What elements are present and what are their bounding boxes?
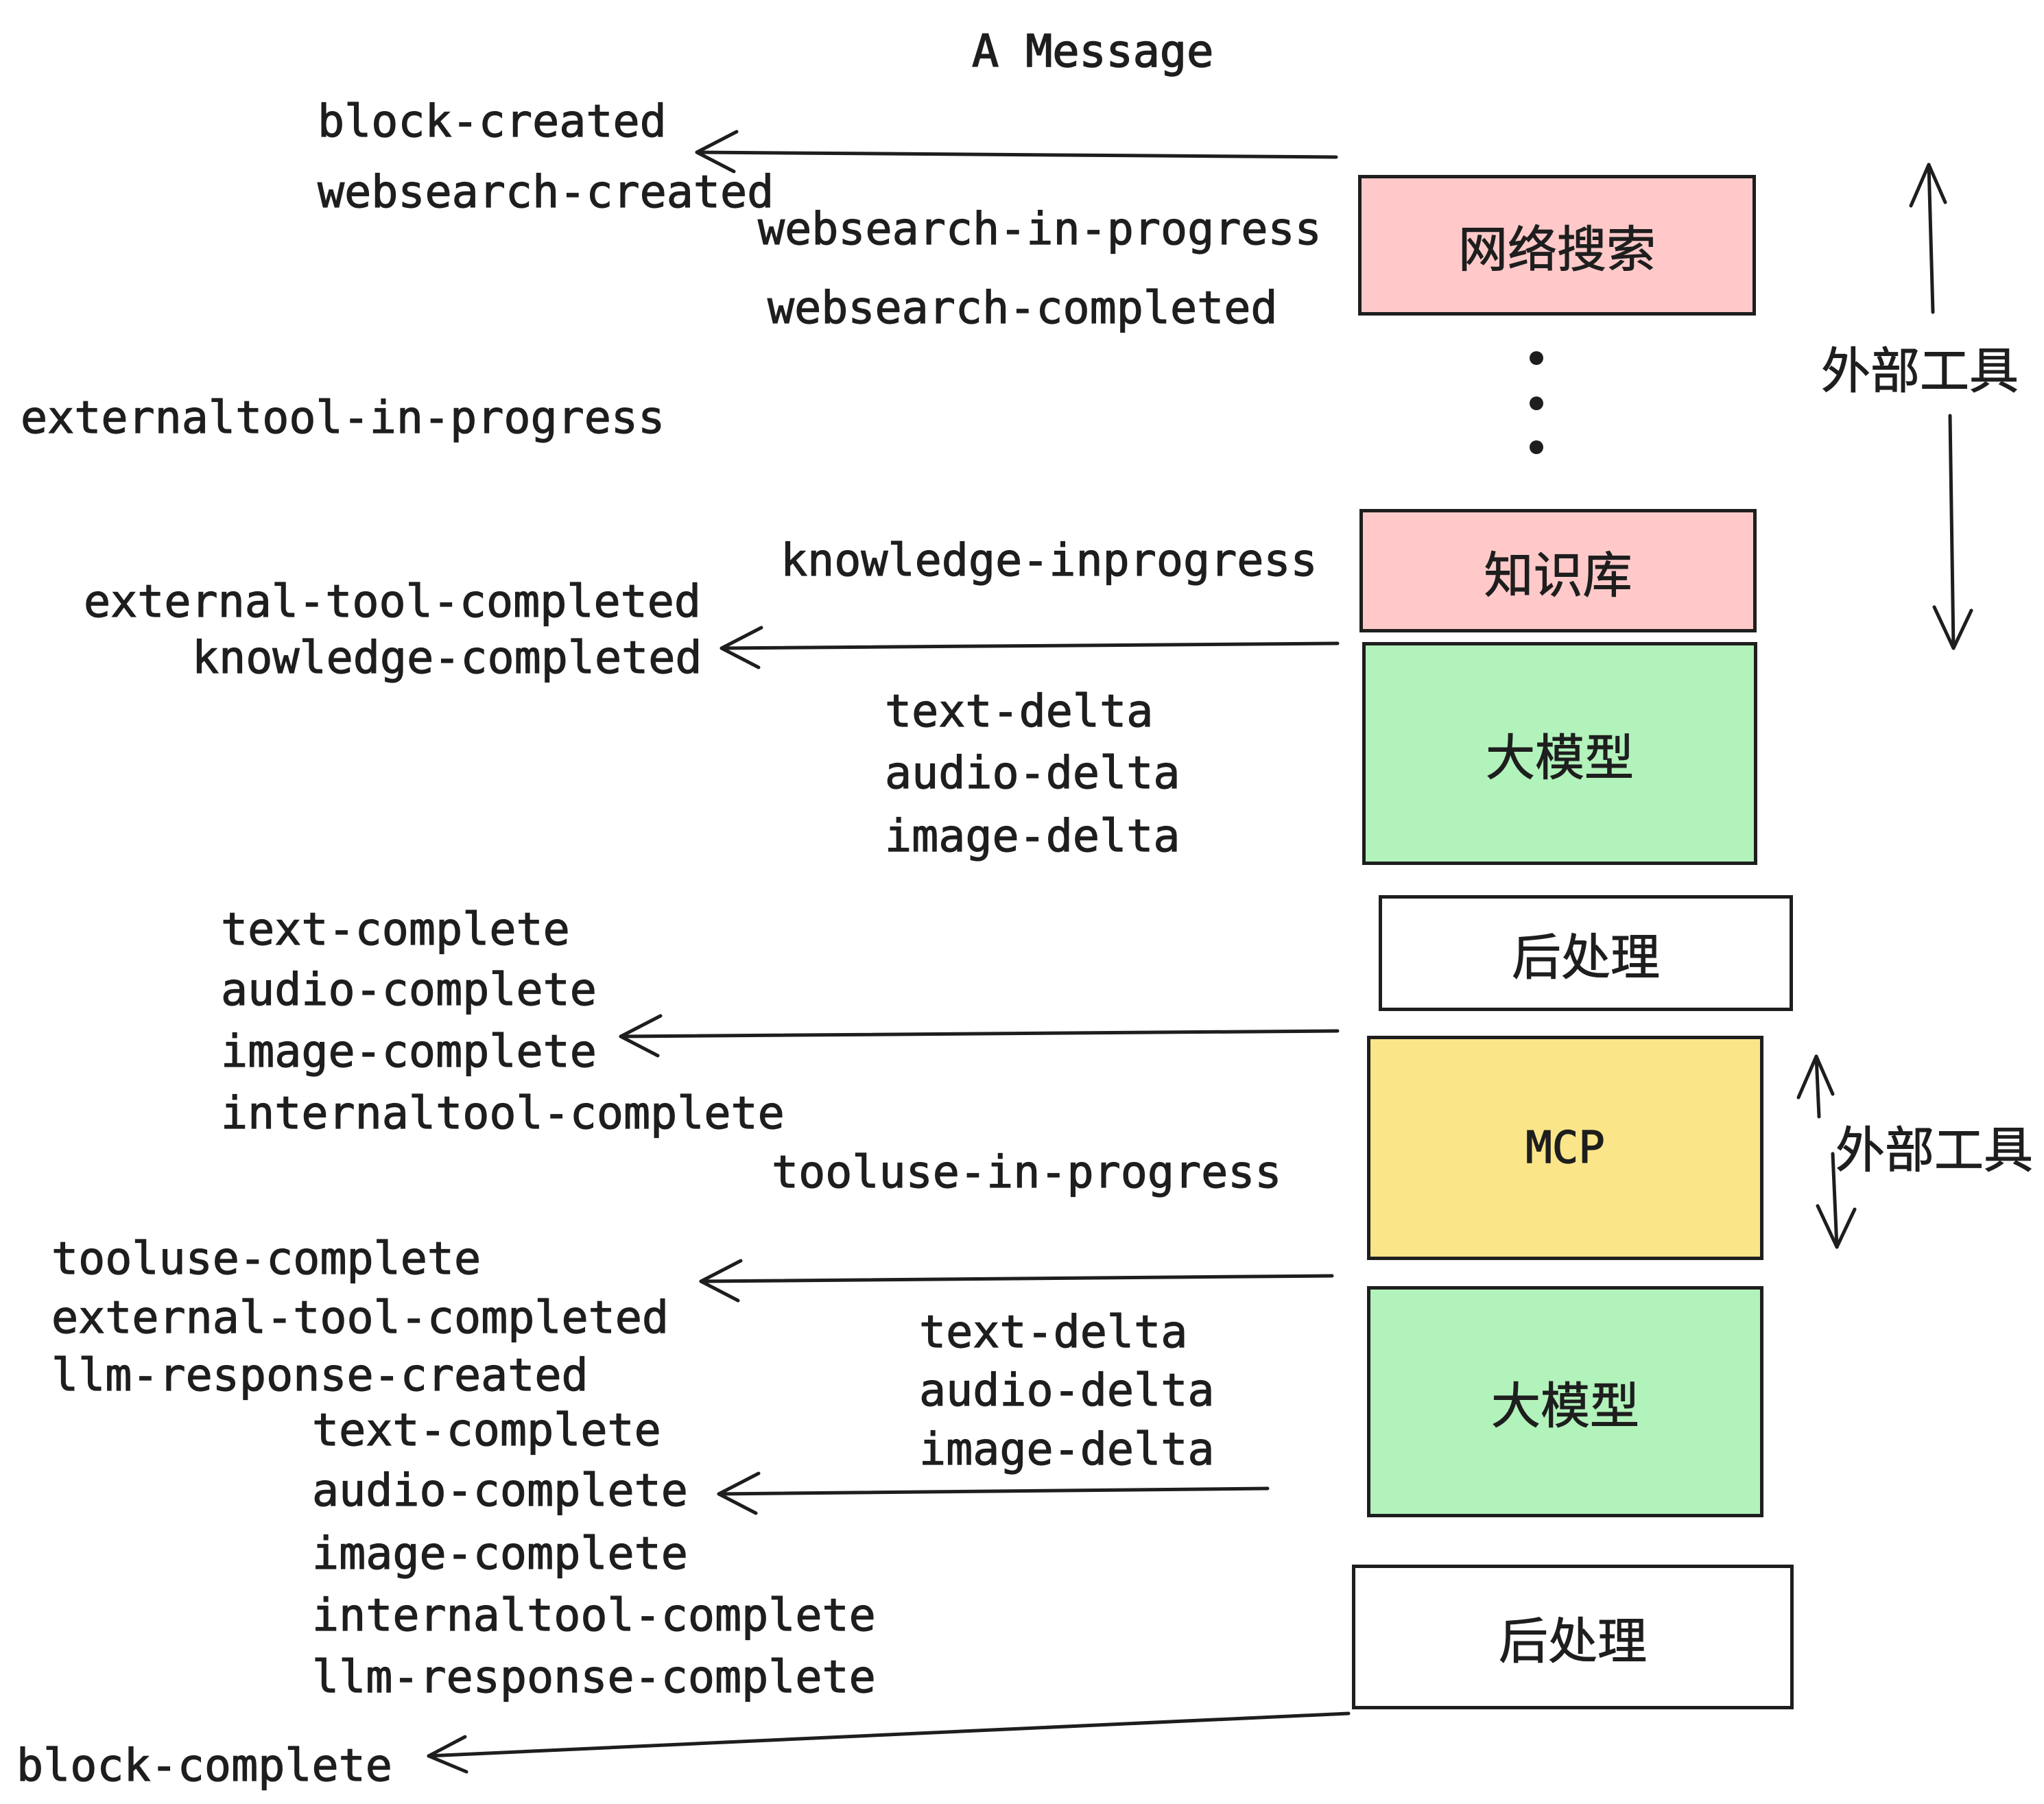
- arrow-websearch-to-created: [695, 130, 1338, 174]
- event-llm-response-complete: llm-response-complete: [311, 1651, 876, 1703]
- event-text-delta: text-delta: [884, 685, 1154, 737]
- external-tools-down-arrow-1: [1932, 414, 1973, 650]
- event-tooluse-complete: tooluse-complete: [51, 1233, 482, 1285]
- mcp-box: MCP: [1367, 1036, 1763, 1260]
- event-image-complete-2: image-complete: [311, 1528, 688, 1580]
- postprocess-box-2-label: 后处理: [1498, 1613, 1647, 1671]
- event-internaltool-complete-2: internaltool-complete: [311, 1589, 876, 1641]
- event-knowledge-inprogress: knowledge-inprogress: [780, 534, 1318, 586]
- mcp-box-label: MCP: [1525, 1122, 1606, 1174]
- vertical-ellipsis-icon: [1530, 351, 1543, 454]
- arrow-postprocess2-to-block-complete: [427, 1711, 1351, 1774]
- event-tooluse-in-progress: tooluse-in-progress: [771, 1146, 1282, 1198]
- llm-box-2: 大模型: [1367, 1286, 1763, 1517]
- external-tools-up-arrow-2: [1796, 1054, 1835, 1119]
- event-external-tool-completed-2: external-tool-completed: [51, 1292, 669, 1344]
- event-audio-delta-2: audio-delta: [918, 1364, 1215, 1416]
- event-image-delta-2: image-delta: [918, 1423, 1215, 1475]
- arrow-mcp-to-tooluse-complete: [699, 1259, 1334, 1303]
- diagram-title: A Message: [971, 25, 1214, 78]
- event-external-tool-completed: external-tool-completed: [83, 575, 702, 628]
- arrow-llm2-to-complete: [717, 1471, 1270, 1515]
- event-block-created: block-created: [317, 95, 667, 147]
- llm-box-2-label: 大模型: [1490, 1377, 1639, 1436]
- websearch-box-label: 网络搜索: [1458, 221, 1656, 279]
- llm-box-1: 大模型: [1362, 642, 1757, 865]
- event-externaltool-in-progress: externaltool-in-progress: [20, 392, 665, 444]
- event-knowledge-completed: knowledge-completed: [191, 632, 702, 684]
- external-tools-down-arrow-2: [1816, 1152, 1857, 1249]
- event-image-delta: image-delta: [884, 810, 1180, 862]
- llm-box-1-label: 大模型: [1485, 729, 1634, 787]
- external-tools-label-2: 外部工具: [1835, 1121, 2034, 1180]
- event-internaltool-complete: internaltool-complete: [220, 1087, 785, 1139]
- event-audio-complete-2: audio-complete: [311, 1464, 688, 1517]
- event-websearch-completed: websearch-completed: [767, 282, 1278, 334]
- arrow-postprocess1-to-complete: [619, 1014, 1340, 1058]
- event-block-complete: block-complete: [16, 1740, 392, 1792]
- arrow-knowledge-to-completed: [720, 626, 1340, 669]
- event-text-complete-2: text-complete: [311, 1404, 661, 1456]
- external-tools-up-arrow-1: [1909, 163, 1947, 314]
- postprocess-box-2: 后处理: [1352, 1565, 1794, 1709]
- event-image-complete: image-complete: [220, 1025, 597, 1078]
- event-text-complete: text-complete: [220, 903, 570, 956]
- websearch-box: 网络搜索: [1358, 175, 1756, 316]
- postprocess-box-1: 后处理: [1379, 895, 1793, 1011]
- event-websearch-in-progress: websearch-in-progress: [757, 203, 1322, 255]
- knowledge-base-box: 知识库: [1359, 509, 1757, 632]
- event-llm-response-created: llm-response-created: [51, 1349, 589, 1401]
- knowledge-base-box-label: 知识库: [1484, 546, 1632, 604]
- external-tools-label-1: 外部工具: [1820, 342, 2019, 401]
- event-audio-delta: audio-delta: [884, 747, 1180, 799]
- postprocess-box-1-label: 后处理: [1511, 929, 1660, 987]
- event-text-delta-2: text-delta: [918, 1306, 1188, 1358]
- event-websearch-created: websearch-created: [317, 166, 774, 218]
- event-audio-complete: audio-complete: [220, 964, 597, 1016]
